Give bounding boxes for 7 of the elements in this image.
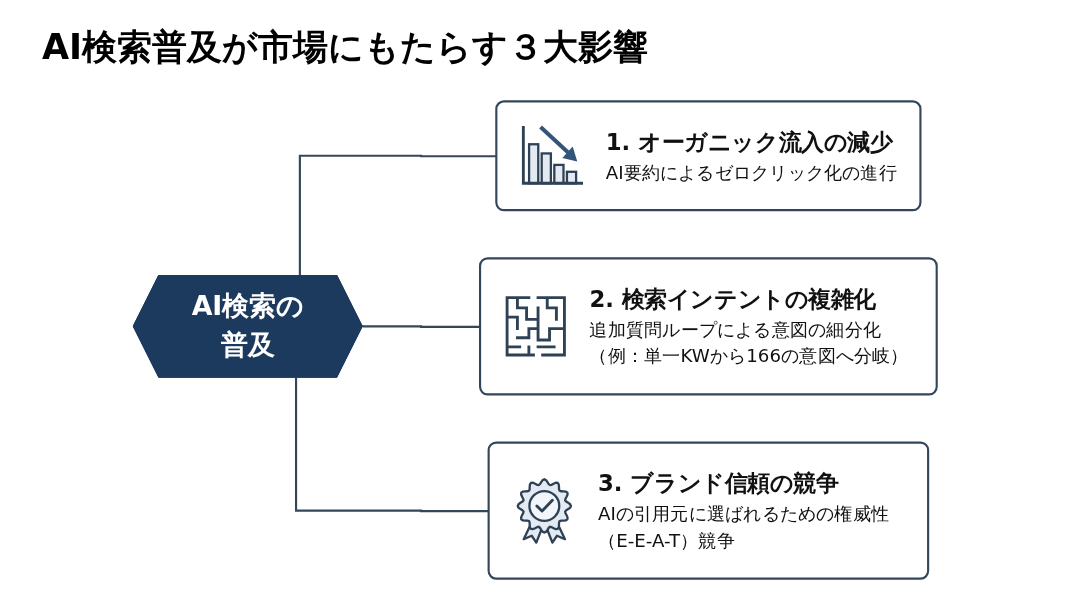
topic-card: 3. ブランド信頼の競争 AIの引用元に選ばれるための権威性（E-E-A-T）競争 xyxy=(487,441,930,580)
diagram-title: AI検索普及が市場にもたらす３大影響 xyxy=(42,26,649,68)
connector-line xyxy=(298,154,497,277)
connector-line xyxy=(361,325,481,328)
hexagon-node: AI検索の普及 xyxy=(132,275,363,378)
topic-card: 2. 検索インテントの複雑化 追加質問ループによる意図の細分化（例：単一KWから166の意図へ分岐） xyxy=(479,257,938,396)
topic-card: 1. オーガニック流入の減少 AI要約によるゼロクリック化の進行 xyxy=(495,100,922,212)
